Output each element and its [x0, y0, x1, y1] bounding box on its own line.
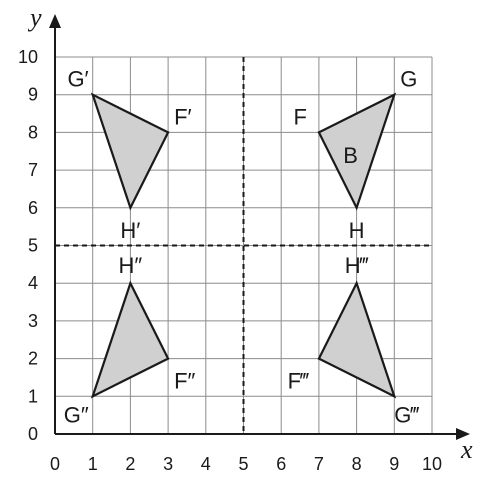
x-tick-label: 1: [88, 454, 98, 474]
y-axis-title: y: [27, 3, 42, 32]
x-tick-label: 0: [50, 454, 60, 474]
y-tick-label: 7: [28, 160, 38, 180]
vertex-label: H‴: [345, 253, 369, 278]
vertex-label: F″: [174, 369, 195, 394]
vertex-label: H: [349, 218, 365, 243]
shape-triple-prime-triangle: [317, 280, 397, 399]
x-tick-label: 2: [125, 454, 135, 474]
vertex-label: G′: [67, 67, 88, 92]
y-tick-label: 4: [28, 273, 38, 293]
x-tick-label: 8: [352, 454, 362, 474]
y-tick-label: 1: [28, 386, 38, 406]
vertex-labels: F G H B G′ F′ H′ H″ F″ G″ H‴ F‴ G‴: [64, 67, 420, 428]
x-tick-label: 4: [201, 454, 211, 474]
triangles: [90, 92, 397, 399]
vertex-label: H′: [120, 218, 140, 243]
vertex-label: F′: [174, 104, 192, 129]
x-tick-label: 7: [314, 454, 324, 474]
vertex-label: H″: [119, 253, 143, 278]
axes: x y: [27, 3, 473, 464]
x-axis-arrow: [456, 428, 470, 440]
shape-prime-triangle: [90, 92, 170, 211]
y-tick-label: 9: [28, 85, 38, 105]
shape-label: B: [343, 143, 358, 168]
y-tick-label: 5: [28, 236, 38, 256]
tick-labels: 0 1 2 3 4 5 6 7 8 9 10 0 1 2 3 4 5 6 7 8 9 10: [18, 47, 442, 474]
x-tick-label: 10: [422, 454, 442, 474]
vertex-label: F: [293, 104, 306, 129]
y-tick-label: 0: [28, 424, 38, 444]
vertex-label: G: [400, 67, 417, 92]
vertex-label: G‴: [394, 402, 419, 427]
vertex-label: F‴: [288, 369, 309, 394]
y-tick-label: 3: [28, 311, 38, 331]
y-axis-arrow: [49, 14, 61, 28]
y-tick-label: 10: [18, 47, 38, 67]
x-tick-label: 5: [238, 454, 248, 474]
x-tick-label: 6: [276, 454, 286, 474]
vertex-label: G″: [64, 402, 89, 427]
x-tick-label: 9: [389, 454, 399, 474]
y-tick-label: 8: [28, 122, 38, 142]
y-tick-label: 6: [28, 198, 38, 218]
shape-b-triangle: [317, 92, 397, 211]
x-tick-label: 3: [163, 454, 173, 474]
x-axis-title: x: [460, 435, 473, 464]
y-tick-label: 2: [28, 349, 38, 369]
shape-double-prime-triangle: [90, 280, 170, 399]
